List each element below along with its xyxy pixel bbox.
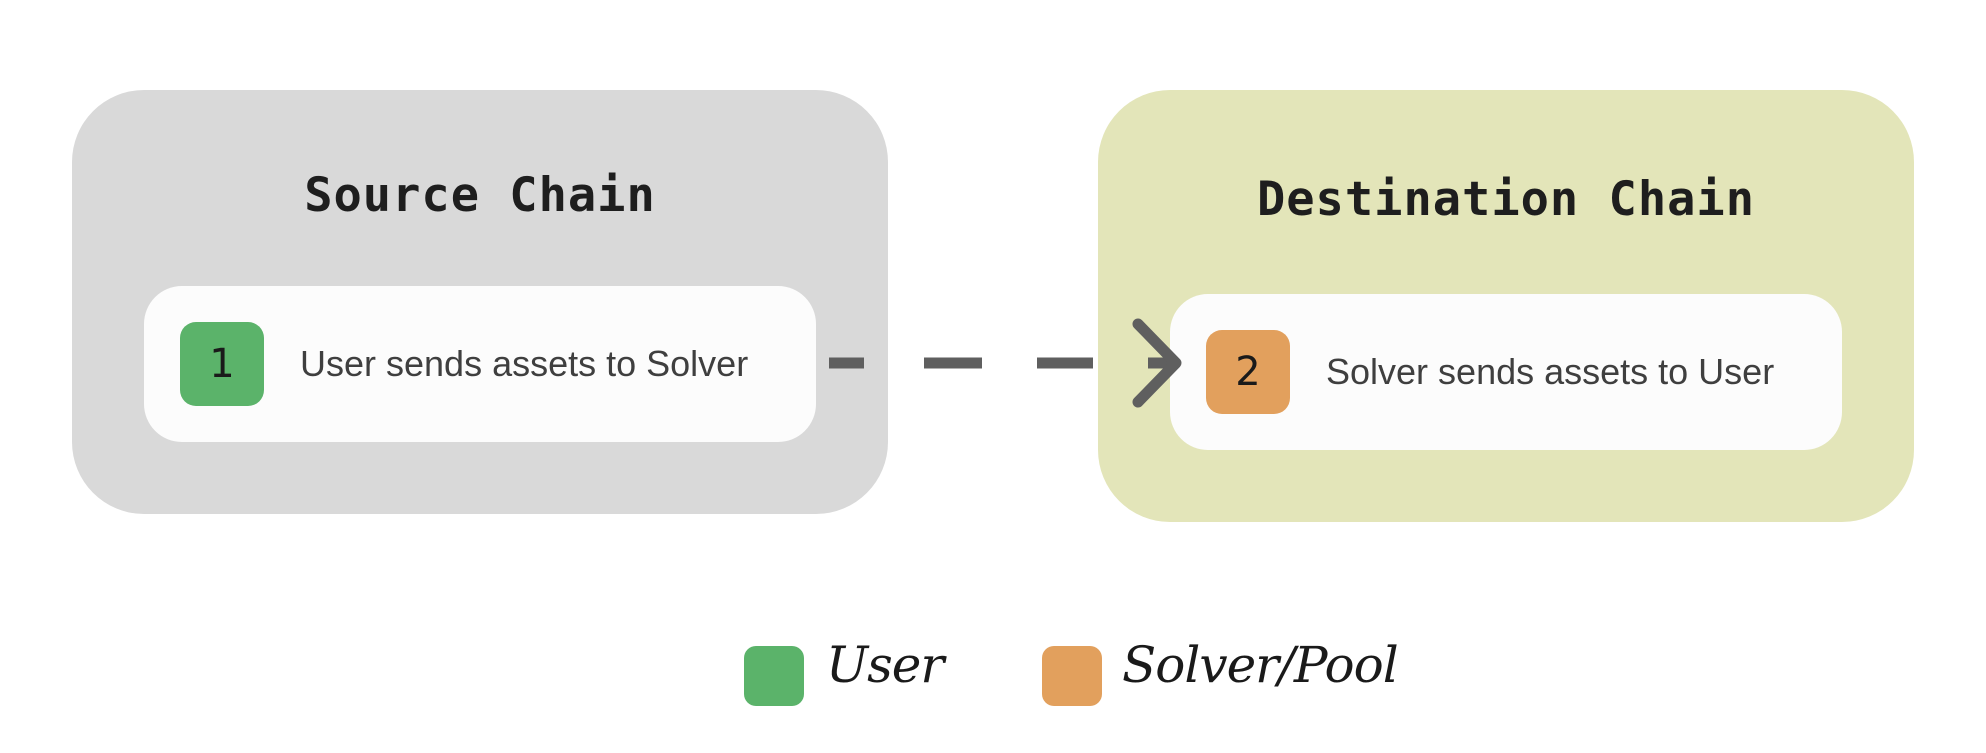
legend-user-label: User: [826, 636, 944, 694]
destination-chain-title: Destination Chain: [1256, 172, 1756, 227]
step-2-card: 2 Solver sends assets to User: [1170, 294, 1842, 450]
step-1-badge: 1: [180, 322, 264, 406]
legend-solver-swatch: [1042, 646, 1102, 706]
step-1-text: User sends assets to Solver: [300, 343, 749, 384]
legend-solver-label: Solver/Pool: [1122, 636, 1399, 694]
source-chain-box: Source Chain 1 User sends assets to Solv…: [72, 90, 888, 514]
arrowhead-icon: [1132, 318, 1182, 408]
step-2-badge: 2: [1206, 330, 1290, 414]
destination-chain-box: Destination Chain 2 Solver sends assets …: [1098, 90, 1914, 522]
source-chain-title: Source Chain: [304, 168, 656, 223]
legend-user-swatch: [744, 646, 804, 706]
step-2-text: Solver sends assets to User: [1326, 351, 1775, 392]
step-1-card: 1 User sends assets to Solver: [144, 286, 816, 442]
